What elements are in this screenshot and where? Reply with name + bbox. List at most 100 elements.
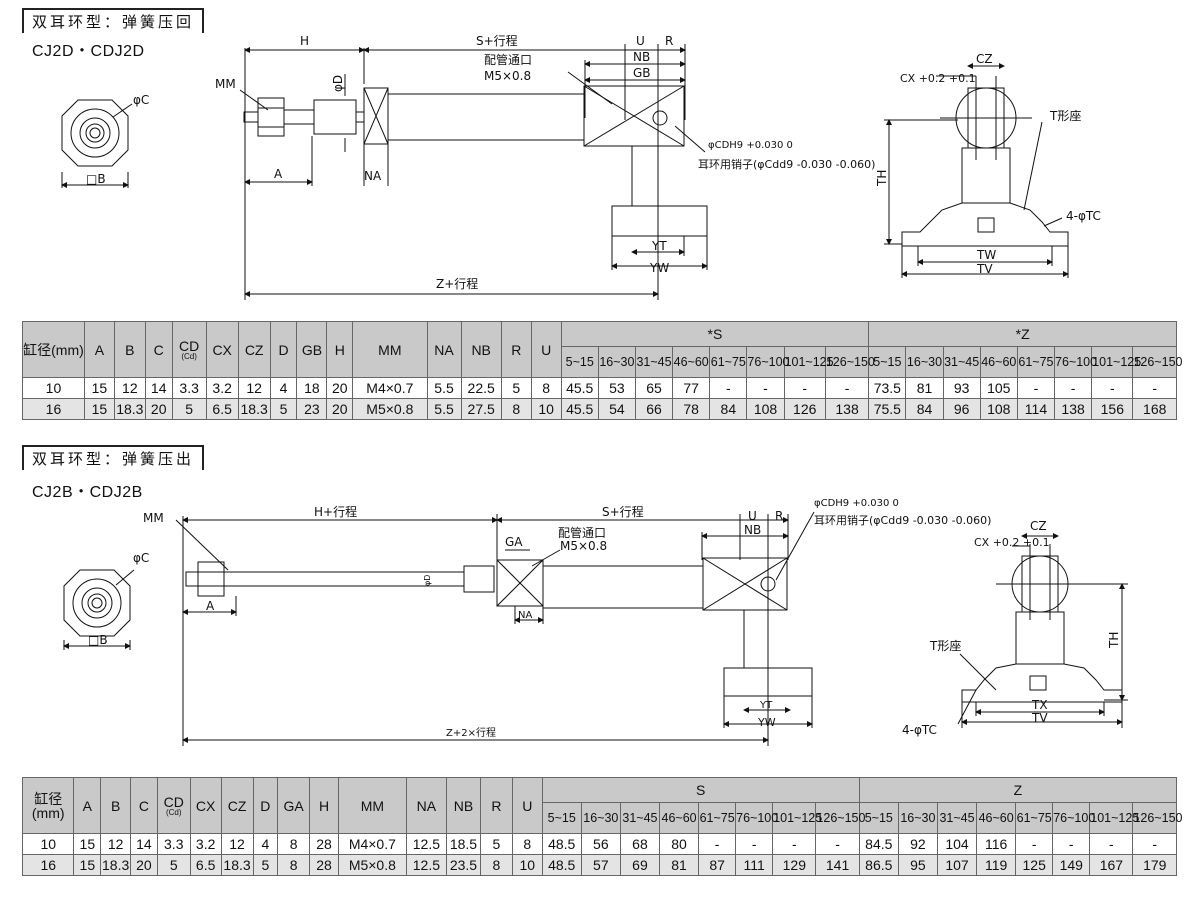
table-cell: 138 [1054,398,1093,420]
table-cell: 8 [530,377,562,399]
s1-bracket-side-view [884,63,1069,278]
s-range-0: 5~15 [560,346,599,378]
table-cell: 12 [237,377,271,399]
table-cell: - [1054,377,1093,399]
table-cell: 105 [979,377,1018,399]
s1-hdr-d: D [269,321,298,378]
s2-label-cz: CZ [1030,519,1047,533]
s2-label-port: 配管通口 [558,525,606,540]
s1-labels: H S+行程 U R NB GB 配管通口 M5×0.8 MM φD φC □B… [86,33,1101,291]
s2-label-cd: φCDH9 +0.030 0 [814,498,899,509]
s1-label-tc: 4-φTC [1066,209,1101,223]
s2-label-port-size: M5×0.8 [560,539,607,553]
z-range-2: 31~45 [942,346,981,378]
s1-label-a: A [274,167,283,181]
table-cell: M4×0.7 [352,377,428,399]
s1-hdr-z: *Z [868,321,1177,347]
s1-label-nb: NB [633,50,650,64]
s1-spec-table: 缸径(mm) A B C CD(Cd) CX CZ D GB H MM NA N… [22,321,1182,420]
table-cell: 3.3 [156,833,191,855]
s1-hdr-bore: 缸径(mm) [22,321,85,378]
table-cell: 167 [1089,854,1134,876]
table-cell: 4 [252,833,279,855]
s-range-5: 76~100 [746,346,789,378]
s1-hdr-gb: GB [296,321,328,378]
s2-hdr-cz: CZ [220,777,254,834]
z-range-0: 5~15 [868,346,907,378]
table-cell: - [1016,377,1056,399]
table-cell: 27.5 [460,398,502,420]
s1-hdr-s: *S [560,321,870,347]
table-cell: 6.5 [189,854,222,876]
table-cell: M5×0.8 [352,398,428,420]
table-cell: 8 [500,398,532,420]
s2-hdr-z: Z [858,777,1178,803]
s-range-4: 61~75 [698,802,737,834]
s2-label-na: NA [518,610,532,621]
s1-label-u: U [636,34,645,48]
table-cell: 10 [22,377,85,399]
table-cell: - [1132,833,1177,855]
table-cell: 14 [130,833,158,855]
s1-hdr-b: B [113,321,146,378]
table-cell: 73.5 [868,377,907,399]
s-range-5: 76~100 [735,802,778,834]
s1-end-view [61,99,133,188]
s2-hdr-s: S [541,777,860,803]
table-cell: 5 [479,833,513,855]
s2-label-b: □B [88,633,108,647]
s1-label-pin: 耳环用销子(φCdd9 -0.030 -0.060) [698,157,875,171]
table-cell: - [1052,833,1091,855]
s-range-7: 126~150 [824,346,875,378]
s2-label-a: A [206,599,215,613]
table-cell: 4 [269,377,298,399]
table-cell: 14 [144,377,173,399]
s2-label-yt: YT [759,700,773,711]
table-cell: 129 [772,854,817,876]
z-range-4: 61~75 [1016,346,1056,378]
table-cell: 54 [597,398,636,420]
table-cell: 18.5 [445,833,481,855]
table-cell: 111 [735,854,774,876]
table-cell: 149 [1052,854,1091,876]
s1-hdr-nb: NB [460,321,502,378]
section1-title: 双耳环型：弹簧压回 [22,8,205,33]
table-cell: 77 [672,377,711,399]
table-cell: 107 [936,854,978,876]
table-cell: 20 [326,398,354,420]
table-cell: 8 [479,854,513,876]
s2-hdr-d: D [252,777,279,834]
section2-model: CJ2B・CDJ2B [32,484,143,501]
s1-label-tw: TW [976,248,996,262]
s2-hdr-nb: NB [445,777,481,834]
z-range-4: 61~75 [1015,802,1054,834]
table-cell: M5×0.8 [337,854,407,876]
table-cell: - [1091,377,1134,399]
table-cell: 141 [815,854,860,876]
table-cell: 15 [73,833,102,855]
table-cell: 57 [580,854,621,876]
s1-hdr-r: R [500,321,532,378]
s-range-1: 16~30 [597,346,636,378]
table-cell: 18.3 [237,398,271,420]
s1-label-tv: TV [976,262,993,276]
table-cell: 53 [597,377,636,399]
table-cell: 168 [1132,398,1177,420]
s-range-2: 31~45 [634,346,674,378]
s1-label-yt: YT [651,239,667,253]
s2-label-r: R [775,509,783,523]
table-cell: 18.3 [113,398,146,420]
table-cell: 10 [21,833,75,855]
table-cell: 45.5 [560,398,599,420]
s-range-6: 101~125 [772,802,822,834]
s2-hdr-cd: CD(Cd) [156,777,191,834]
s1-label-b: □B [86,172,106,186]
table-cell: 22.5 [460,377,502,399]
table-cell: - [709,377,748,399]
table-cell: 108 [746,398,785,420]
table-cell: 68 [619,833,661,855]
